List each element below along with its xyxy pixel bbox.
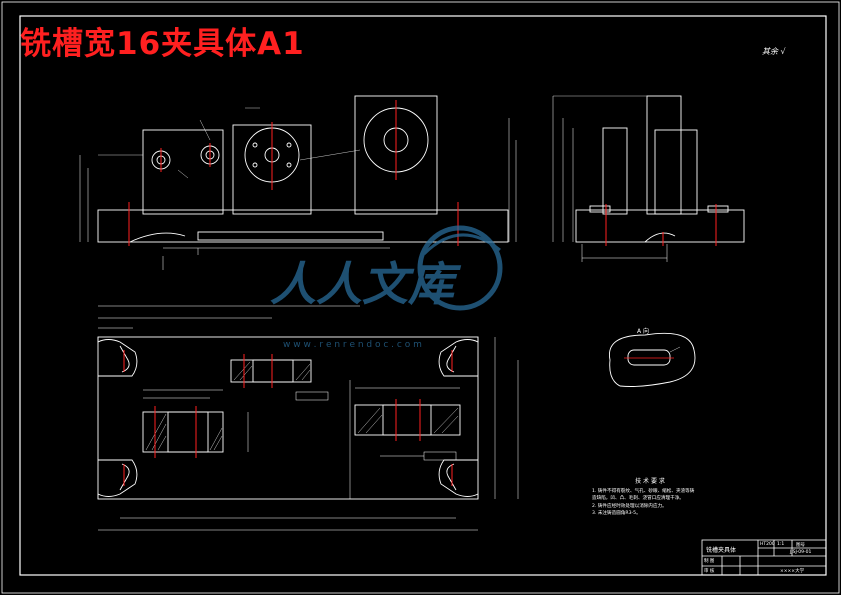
a-view-label: A 向 [637, 327, 649, 335]
a-direction-view [609, 332, 696, 387]
sheet-title: 铣槽宽16夹具体A1 [20, 26, 305, 62]
top-view [97, 305, 519, 531]
side-view-centerlines [605, 204, 717, 246]
watermark: 人人文库 w w w . r e n r e n d o c . c o m [270, 225, 503, 350]
front-view [79, 95, 517, 270]
title-block-drawing-no: JJSJ-09-01 [790, 550, 812, 555]
watermark-url: w w w . r e n r e n d o c . c o m [283, 340, 422, 350]
technical-requirements: 技 术 要 求 1. 铸件不得有裂纹、气孔、砂眼、缩松、夹渣等铸 造缺陷，凹、凸… [592, 478, 695, 518]
top-view-centerlines [123, 350, 453, 486]
side-view [552, 95, 745, 262]
title-block-material: HT200 [760, 542, 775, 547]
front-view-centerlines [128, 100, 459, 246]
technical-note-line: 1. 铸件不得有裂纹、气孔、砂眼、缩松、夹渣等铸 [592, 488, 695, 494]
title-block-row-label-2: 审 核 [704, 569, 715, 574]
technical-note-line: 造缺陷，凹、凸、毛刺、浇冒口应清理干净。 [592, 496, 684, 502]
technical-note-line: 2. 铸件应经时效处理以消除内应力。 [592, 503, 667, 509]
title-block-school: ××××大学 [780, 569, 805, 574]
inner-border [19, 15, 827, 576]
technical-note-line: 3. 未注铸造圆角R3-5。 [592, 511, 641, 517]
technical-requirements-title: 技 术 要 求 [635, 478, 665, 485]
title-block-scale: 1:1 [777, 542, 785, 547]
title-block-row-label-1: 制 图 [704, 559, 715, 564]
top-view-hatching [145, 361, 459, 451]
surface-roughness-note: 其余 √ [762, 47, 786, 56]
watermark-brand: 人人文库 [270, 257, 462, 311]
title-block [701, 539, 827, 576]
title-block-sheet-no: 图号 [796, 543, 805, 548]
watermark-logo-ring [417, 225, 503, 311]
title-block-part-name: 铣槽夹具体 [706, 547, 737, 554]
